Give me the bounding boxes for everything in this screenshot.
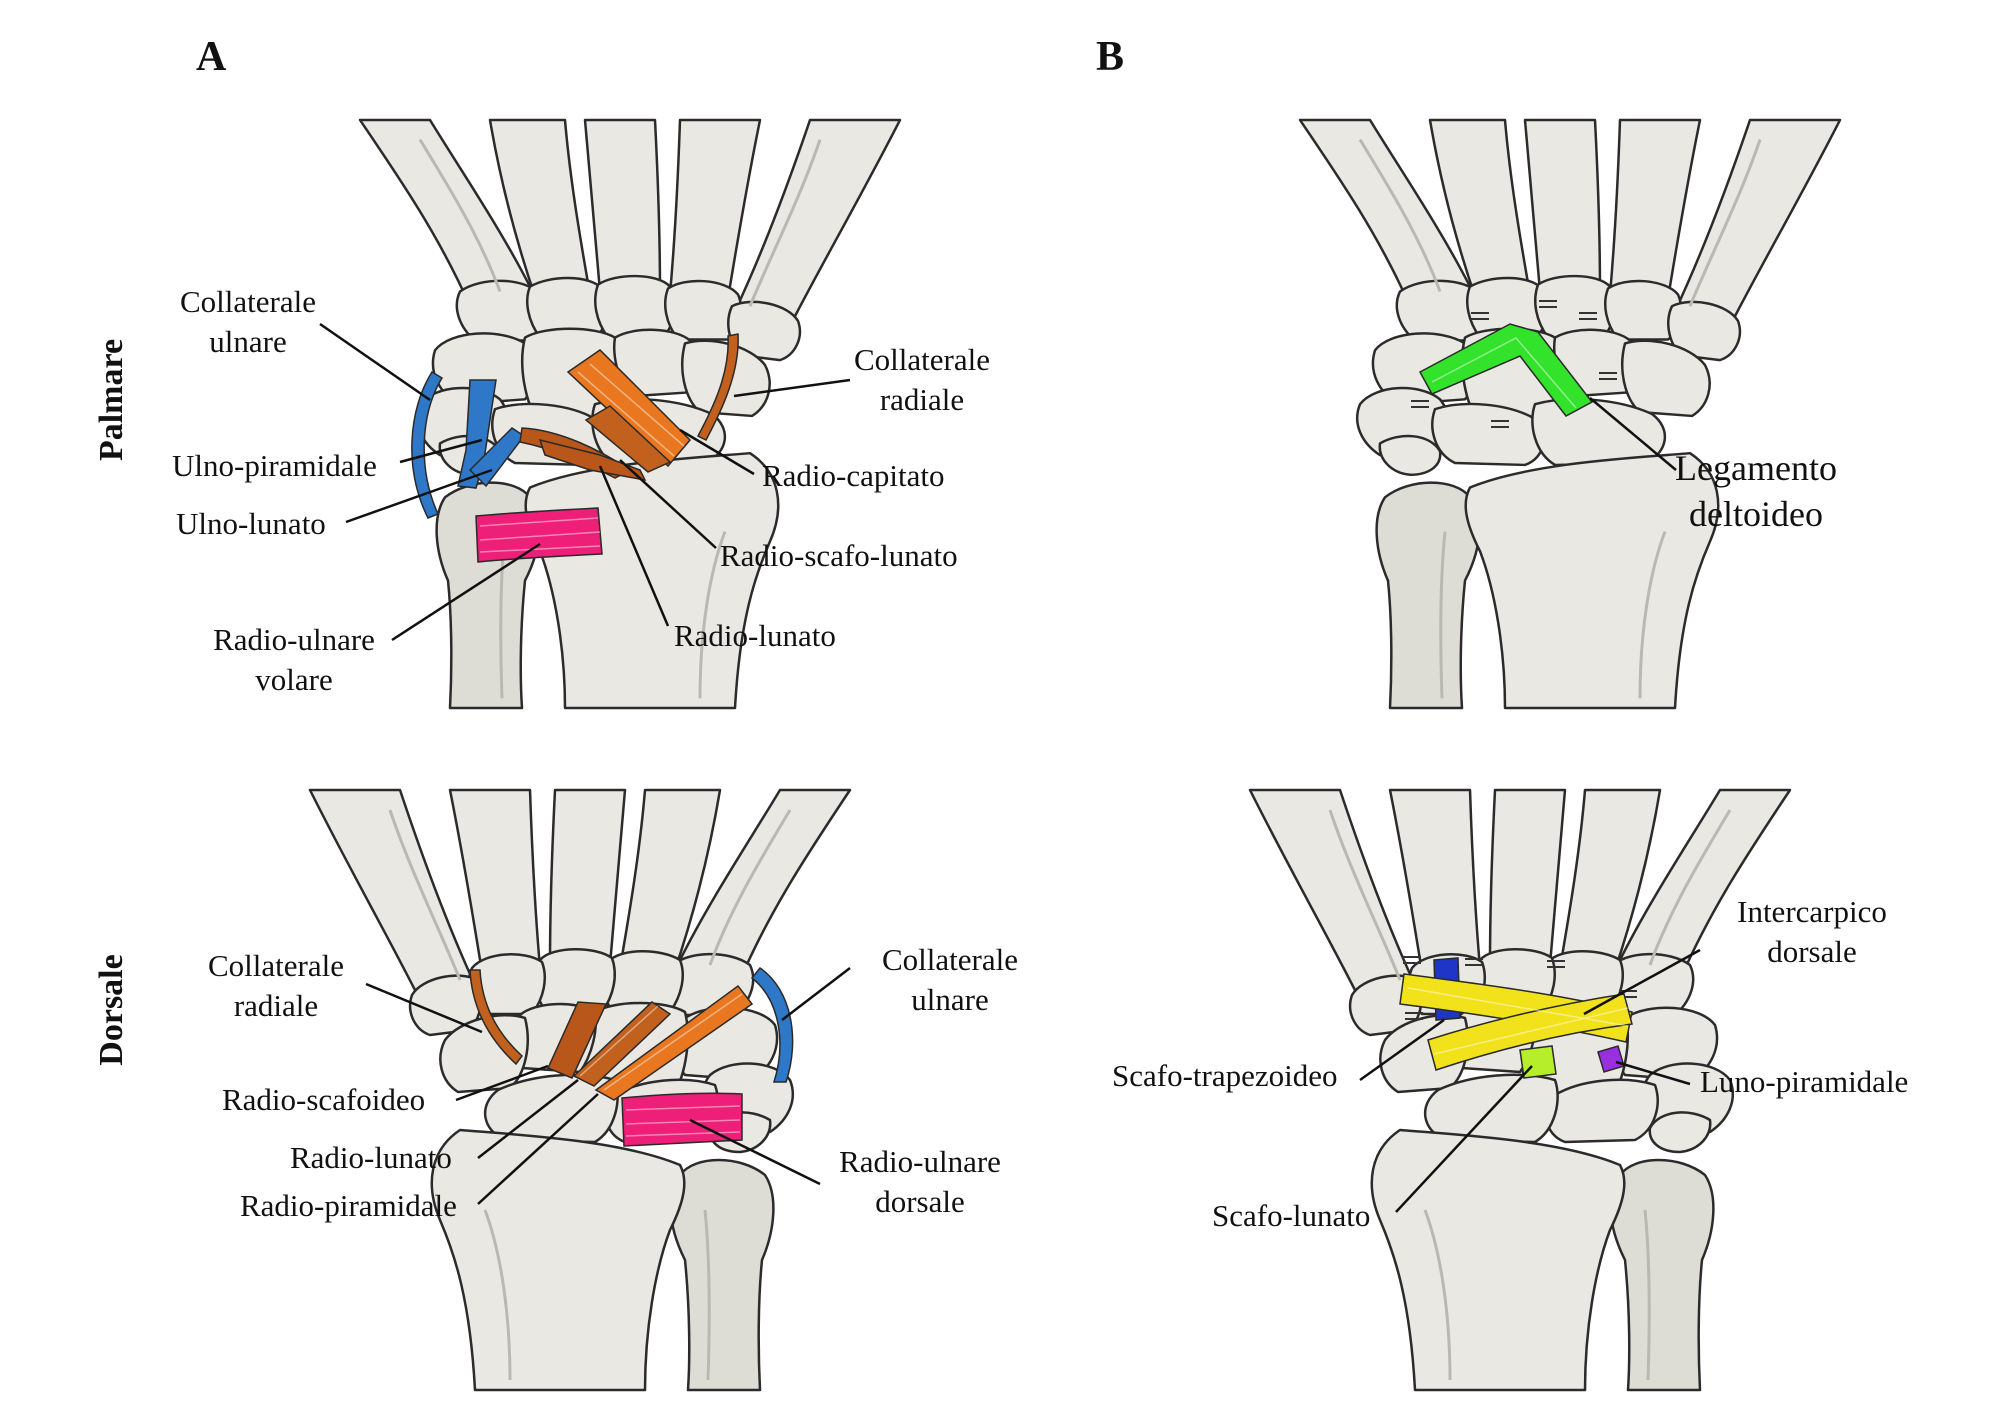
- ligament-radial-collateral-a-dorsal: [469, 969, 524, 1066]
- ligament-radio-scaphoid: [546, 1001, 608, 1079]
- label-collaterale-ulnare-d-2: ulnare: [911, 982, 988, 1017]
- label-radio-lunato-a-palmar: Radio-lunato: [674, 618, 836, 653]
- label-radio-ulnare-volare-1: Radio-ulnare: [213, 622, 375, 657]
- label-collaterale-radiale-a-1: Collaterale: [854, 342, 990, 377]
- label-collaterale-ulnare-d-1: Collaterale: [882, 942, 1018, 977]
- label-ulno-piramidale: Ulno-piramidale: [172, 448, 377, 483]
- ligament-radio-triquetral: [594, 984, 754, 1101]
- panel-letter-b: B: [1096, 34, 1124, 80]
- label-collaterale-radiale-d-2: radiale: [234, 988, 318, 1023]
- label-radio-scafo-lunato: Radio-scafo-lunato: [720, 538, 958, 573]
- ligament-luno-triquetral: [1597, 1045, 1625, 1073]
- label-luno-piramidale: Luno-piramidale: [1700, 1064, 1908, 1099]
- ligament-dorsal-intercarpal-b: [1427, 993, 1633, 1071]
- label-scafo-trapezoideo: Scafo-trapezoideo: [1112, 1058, 1338, 1093]
- ligament-deltoid: [1418, 323, 1594, 417]
- label-radio-ulnare-dorsale-1: Radio-ulnare: [839, 1144, 1001, 1179]
- side-label-dorsal: Dorsale: [93, 954, 130, 1065]
- ligament-radio-lunate-a-palmar: [538, 438, 647, 482]
- label-intercarpico-dorsale-1: Intercarpico: [1737, 894, 1887, 929]
- label-radio-piramidale: Radio-piramidale: [240, 1188, 457, 1223]
- label-collaterale-ulnare-2: ulnare: [209, 324, 286, 359]
- label-collaterale-radiale-d-1: Collaterale: [208, 948, 344, 983]
- ligament-ulnar-collateral-a-palmar: [411, 370, 444, 519]
- ligament-radio-lunate-a-dorsal: [572, 1001, 672, 1087]
- side-label-palmar: Palmare: [93, 339, 130, 461]
- label-legamento-deltoideo-1: Legamento: [1675, 448, 1837, 488]
- ligament-ulnar-collateral-a-dorsal: [750, 966, 794, 1083]
- label-legamento-deltoideo-2: deltoideo: [1689, 494, 1823, 534]
- label-radio-ulnare-volare-2: volare: [255, 662, 332, 697]
- label-collaterale-radiale-a-2: radiale: [880, 382, 964, 417]
- label-intercarpico-dorsale-2: dorsale: [1767, 934, 1857, 969]
- panel-letter-a: A: [196, 34, 227, 80]
- label-ulno-lunato: Ulno-lunato: [176, 506, 326, 541]
- ligament-radial-collateral-a-palmar: [696, 333, 739, 441]
- label-scafo-lunato: Scafo-lunato: [1212, 1198, 1370, 1233]
- label-collaterale-ulnare-1: Collaterale: [180, 284, 316, 319]
- ligament-radio-ulnar-volar: [475, 507, 603, 563]
- ligament-radio-scaphoid-deep: [584, 405, 672, 473]
- label-radio-capitato: Radio-capitato: [762, 458, 945, 493]
- label-radio-ulnare-dorsale-2: dorsale: [875, 1184, 965, 1219]
- label-radio-scafoideo: Radio-scafoideo: [222, 1082, 425, 1117]
- label-radio-lunato-a-dorsal: Radio-lunato: [290, 1140, 452, 1175]
- ligament-radio-ulnar-dorsal: [621, 1092, 743, 1147]
- ligament-ulno-triquetral: [457, 379, 497, 489]
